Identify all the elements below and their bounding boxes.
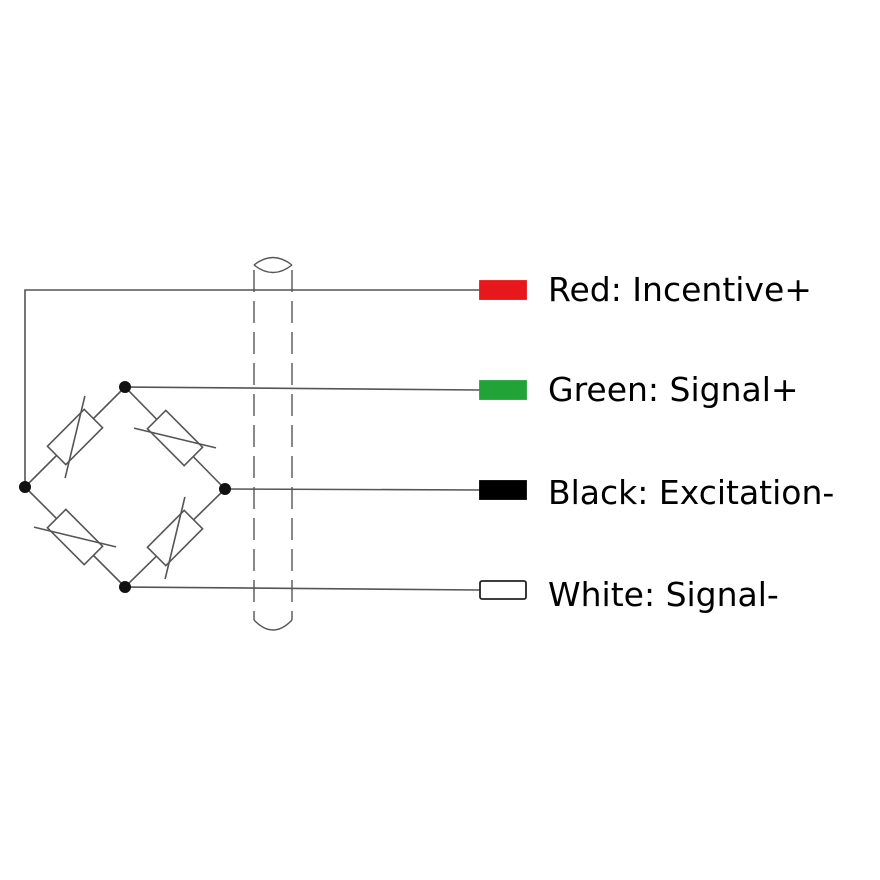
cable-shield xyxy=(253,256,293,631)
bridge-node-right xyxy=(219,483,231,495)
strain-gauge-lower-right xyxy=(146,496,204,580)
strain-gauge-upper-left xyxy=(46,395,104,479)
wire-label-green: Green: Signal+ xyxy=(548,370,799,409)
bridge-node-bottom xyxy=(119,581,131,593)
bridge-node-left xyxy=(19,481,31,493)
bridge-edges xyxy=(24,386,226,588)
bridge-node-top xyxy=(119,381,131,393)
black-connector-swatch xyxy=(479,480,527,500)
wire-label-white: White: Signal- xyxy=(548,575,779,614)
strain-gauge-lower-left xyxy=(33,508,117,566)
green-connector-swatch xyxy=(479,380,527,400)
wire-label-black: Black: Excitation- xyxy=(548,473,835,512)
wire-black-line xyxy=(224,488,481,491)
white-connector-swatch xyxy=(479,580,527,600)
wire-green-line xyxy=(124,386,481,391)
strain-gauge-upper-right xyxy=(133,409,217,467)
wire-red-line xyxy=(24,289,480,487)
wire-label-red: Red: Incentive+ xyxy=(548,270,812,309)
wire-white-line xyxy=(124,586,481,591)
red-connector-swatch xyxy=(479,280,527,300)
